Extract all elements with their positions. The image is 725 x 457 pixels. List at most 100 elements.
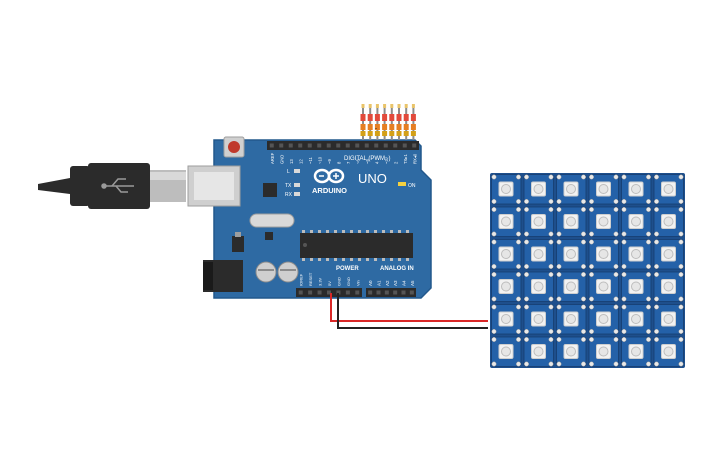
neopixel-led[interactable] [523,174,554,205]
neopixel-led[interactable] [523,271,554,302]
led-pad [516,174,521,180]
neopixel-led[interactable] [491,239,522,270]
analog-pin-hole[interactable] [393,290,398,295]
neopixel-led[interactable] [491,174,522,205]
neopixel-led[interactable] [556,271,587,302]
header-pin[interactable] [405,104,408,140]
power-pin-hole[interactable] [317,290,322,295]
header-pin[interactable] [390,104,393,140]
led-pad [491,361,497,367]
analog-pin-hole[interactable] [409,290,414,295]
reset-button[interactable] [223,136,245,158]
neopixel-led[interactable] [523,206,554,237]
header-pin[interactable] [412,104,415,140]
neopixel-led[interactable] [621,206,652,237]
neopixel-led[interactable] [523,239,554,270]
header-pin[interactable] [376,104,379,140]
analog-label: ANALOG IN [380,266,414,272]
neopixel-led[interactable] [653,271,684,302]
led-lens [631,216,641,227]
power-pin-hole[interactable] [327,290,331,295]
neopixel-led[interactable] [523,304,554,335]
digital-pin-hole[interactable] [269,143,274,148]
power-pin-hole[interactable] [308,290,313,295]
neopixel-led[interactable] [491,206,522,237]
neopixel-led[interactable] [491,304,522,335]
digital-pin-hole[interactable] [355,143,360,148]
neopixel-led[interactable] [653,304,684,335]
usb-cable[interactable] [38,163,186,209]
led-pad [589,264,594,269]
neopixel-led[interactable] [491,336,522,367]
power-pin-hole[interactable] [345,290,350,295]
neopixel-led[interactable] [556,174,587,205]
led-pad [613,239,619,245]
led-lens [631,281,641,292]
neopixel-led[interactable] [556,239,587,270]
neopixel-led[interactable] [588,174,619,205]
neopixel-led[interactable] [556,304,587,335]
digital-pin-hole[interactable] [317,143,322,148]
power-pin-hole[interactable] [298,290,303,295]
analog-pin-hole[interactable] [401,290,406,295]
neopixel-led[interactable] [653,336,684,367]
led-pad [589,337,594,342]
neopixel-led[interactable] [588,206,619,237]
neopixel-led[interactable] [588,271,619,302]
led-pad [678,304,684,310]
digital-pin-hole[interactable] [383,143,388,148]
led-pad [524,174,529,180]
digital-pin-hole[interactable] [402,143,407,148]
power-pin-hole[interactable] [355,290,360,295]
header-pin[interactable] [362,104,364,140]
digital-pin-hole[interactable] [279,143,284,148]
power-pin-hole[interactable] [336,290,341,295]
neopixel-led[interactable] [556,206,587,237]
neopixel-led[interactable] [621,271,652,302]
wire-gnd-black[interactable] [337,293,488,329]
digital-pin-hole[interactable] [336,143,341,148]
neopixel-led[interactable] [621,304,652,335]
wire-5v-red[interactable] [330,293,488,322]
led-pad [491,272,497,277]
digital-pin-hole[interactable] [307,143,312,148]
neopixel-led[interactable] [621,336,652,367]
digital-pin-hole[interactable] [374,143,379,148]
digital-pin-hole[interactable] [345,143,350,148]
header-pins[interactable] [360,104,416,140]
led-lens [566,281,576,292]
neopixel-led[interactable] [621,239,652,270]
neopixel-led[interactable] [621,174,652,205]
neopixel-led[interactable] [556,336,587,367]
digital-pin-hole[interactable] [288,143,293,148]
neopixel-led[interactable] [523,336,554,367]
neopixel-led[interactable] [653,206,684,237]
digital-pin-hole[interactable] [364,143,369,148]
digital-pin-hole[interactable] [326,143,331,148]
analog-pin-hole[interactable] [376,290,381,295]
led-pad [491,174,497,180]
neopixel-led[interactable] [588,336,619,367]
analog-pin-hole[interactable] [368,290,373,295]
led-pad [556,329,562,334]
neopixel-led[interactable] [653,239,684,270]
header-pin[interactable] [369,104,372,140]
neopixel-led[interactable] [491,271,522,302]
digital-pin-hole[interactable] [298,143,303,148]
neopixel-led[interactable] [588,239,619,270]
header-pin[interactable] [383,104,386,140]
header-pin[interactable] [398,104,400,140]
led-pad [581,304,586,310]
wires[interactable] [330,128,488,329]
led-pad [613,264,619,269]
neopixel-led[interactable] [653,174,684,205]
digital-pin-hole[interactable] [393,143,398,148]
led-pad [548,264,554,269]
digital-pin-hole[interactable] [412,143,417,148]
neopixel-led[interactable] [588,304,619,335]
usb-cable-strain-relief [38,178,70,194]
neopixel-led-matrix[interactable] [490,173,685,368]
analog-pin-hole[interactable] [384,290,389,295]
